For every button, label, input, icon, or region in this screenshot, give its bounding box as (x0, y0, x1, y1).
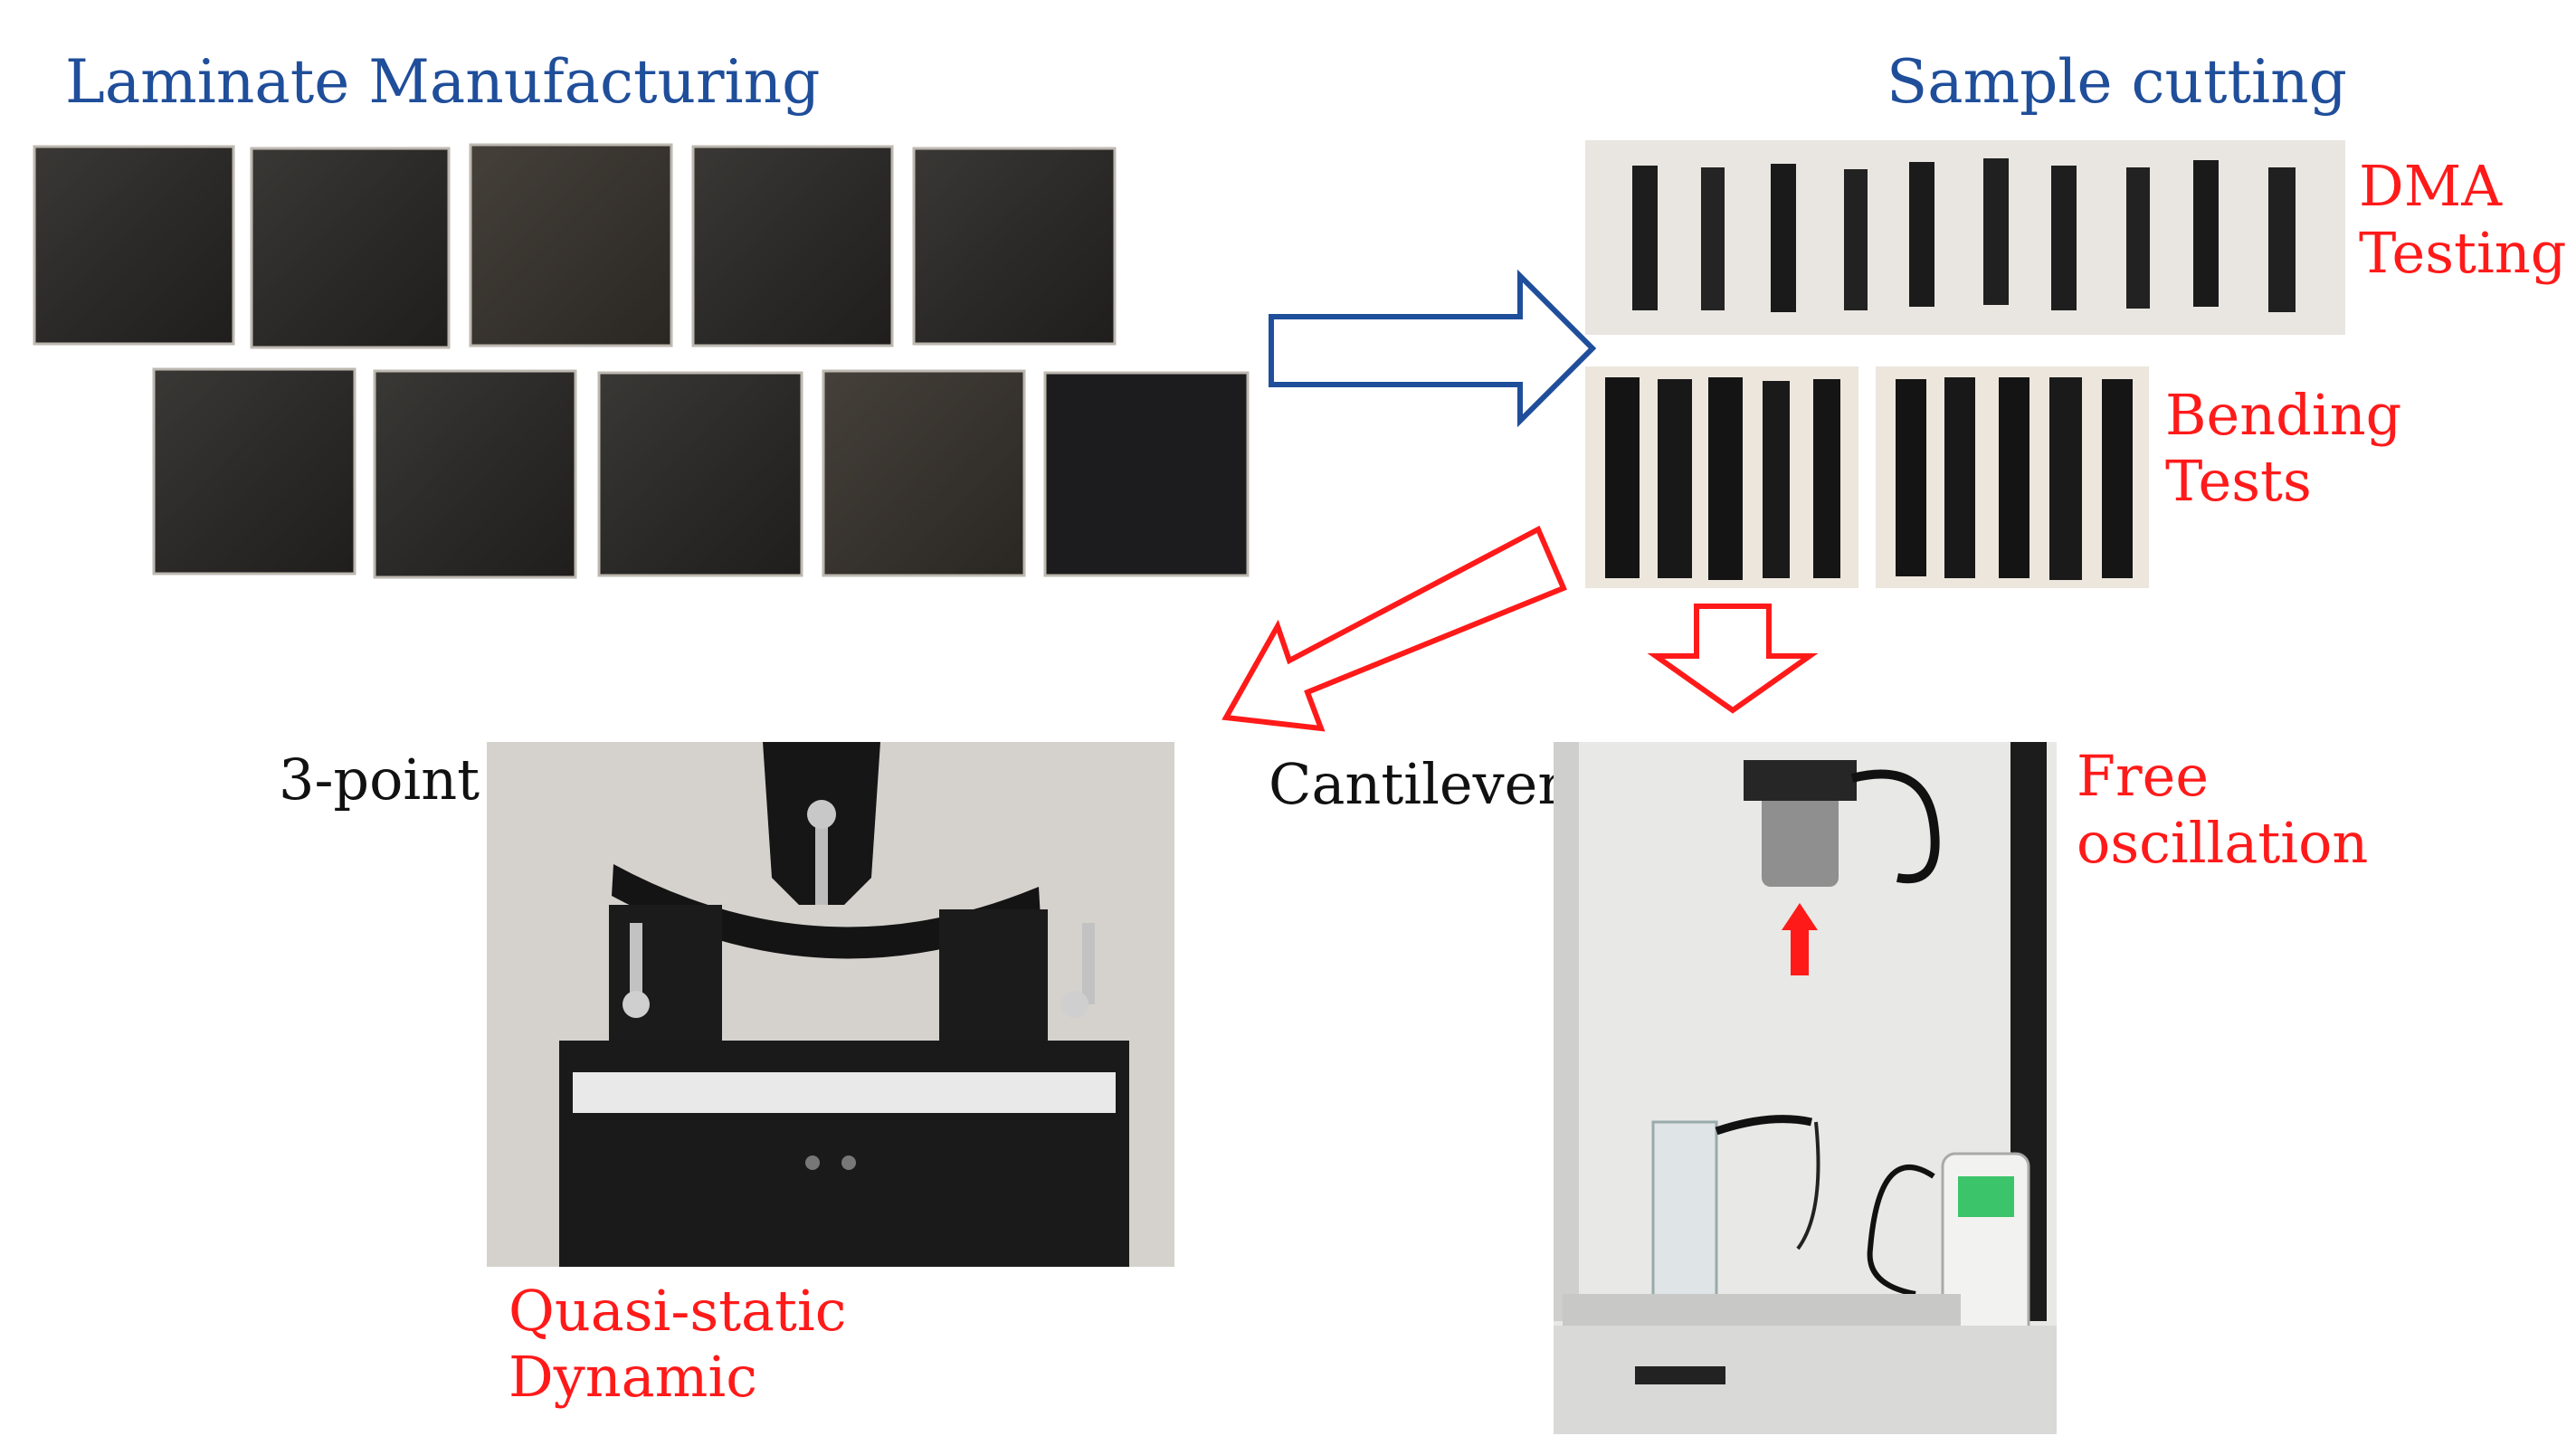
bending-samples-photo-left (1585, 366, 1858, 588)
dma-specimen (1909, 162, 1934, 307)
cantilever-clamp (1651, 1120, 1718, 1305)
dma-specimen (1701, 167, 1725, 310)
bending-samples-photo-right (1876, 366, 2149, 588)
three-point-label: 3-point (279, 747, 480, 813)
free-oscillation-label-line2: oscillation (2077, 810, 2369, 876)
cantilever-oscillation-photo (1554, 742, 2057, 1434)
dma-specimen (1844, 169, 1868, 310)
dma-samples-photo (1585, 140, 2345, 335)
quasi-static-label: Quasi-static (509, 1278, 847, 1344)
dma-specimen (2126, 167, 2150, 309)
laminate-plates-photo (33, 143, 1250, 579)
three-point-bending-photo (487, 742, 1174, 1267)
test-base-plate (1563, 1294, 1961, 1326)
dma-specimen (1771, 164, 1796, 312)
blue-right-arrow (1269, 269, 1597, 428)
bending-specimen (1658, 379, 1692, 578)
dma-specimen (2051, 166, 2077, 310)
bending-specimen (2102, 379, 2133, 578)
bending-specimen (1708, 377, 1743, 580)
bending-specimen (1896, 379, 1926, 576)
bending-specimen (1763, 381, 1790, 578)
frame-column-left (1554, 742, 1579, 1321)
bending-specimen (1944, 377, 1975, 578)
free-oscillation-label-line1: Free (2077, 743, 2210, 809)
bending-specimen (2049, 377, 2082, 580)
laminate-plate (469, 143, 673, 347)
dma-specimen (2268, 167, 2296, 312)
cantilever-label: Cantilever (1269, 751, 1564, 817)
dma-testing-label-line1: DMA (2359, 153, 2502, 219)
sample-cutting-title: Sample cutting (1887, 47, 2347, 117)
ruler-scale (573, 1072, 1116, 1113)
laminate-manufacturing-title: Laminate Manufacturing (65, 47, 821, 117)
red-up-arrow (1782, 903, 1818, 975)
dynamic-label: Dynamic (509, 1344, 757, 1410)
laminate-plate (152, 367, 356, 575)
bending-specimen (1999, 377, 2029, 578)
dma-specimen (1632, 166, 1658, 310)
dma-specimen (1983, 158, 2009, 305)
laminate-plate (33, 145, 235, 346)
bending-specimen (1605, 377, 1640, 578)
cantilever-specimen (1715, 1115, 1812, 1136)
bending-tests-label-line1: Bending (2165, 382, 2402, 448)
data-logger-screen (1958, 1176, 2014, 1217)
laminate-plate (250, 147, 451, 349)
bending-specimen (1813, 379, 1840, 578)
laminate-plate (691, 145, 894, 347)
laminate-plate (912, 147, 1117, 346)
red-down-arrow (1647, 604, 1819, 714)
dma-testing-label-line2: Testing (2359, 220, 2567, 286)
laminate-plate (822, 369, 1026, 577)
laminate-plate (373, 369, 577, 579)
bending-tests-label-line2: Tests (2165, 448, 2312, 514)
dma-specimen (2193, 160, 2219, 307)
laminate-plate (1043, 371, 1250, 577)
laminate-plate (597, 371, 803, 577)
